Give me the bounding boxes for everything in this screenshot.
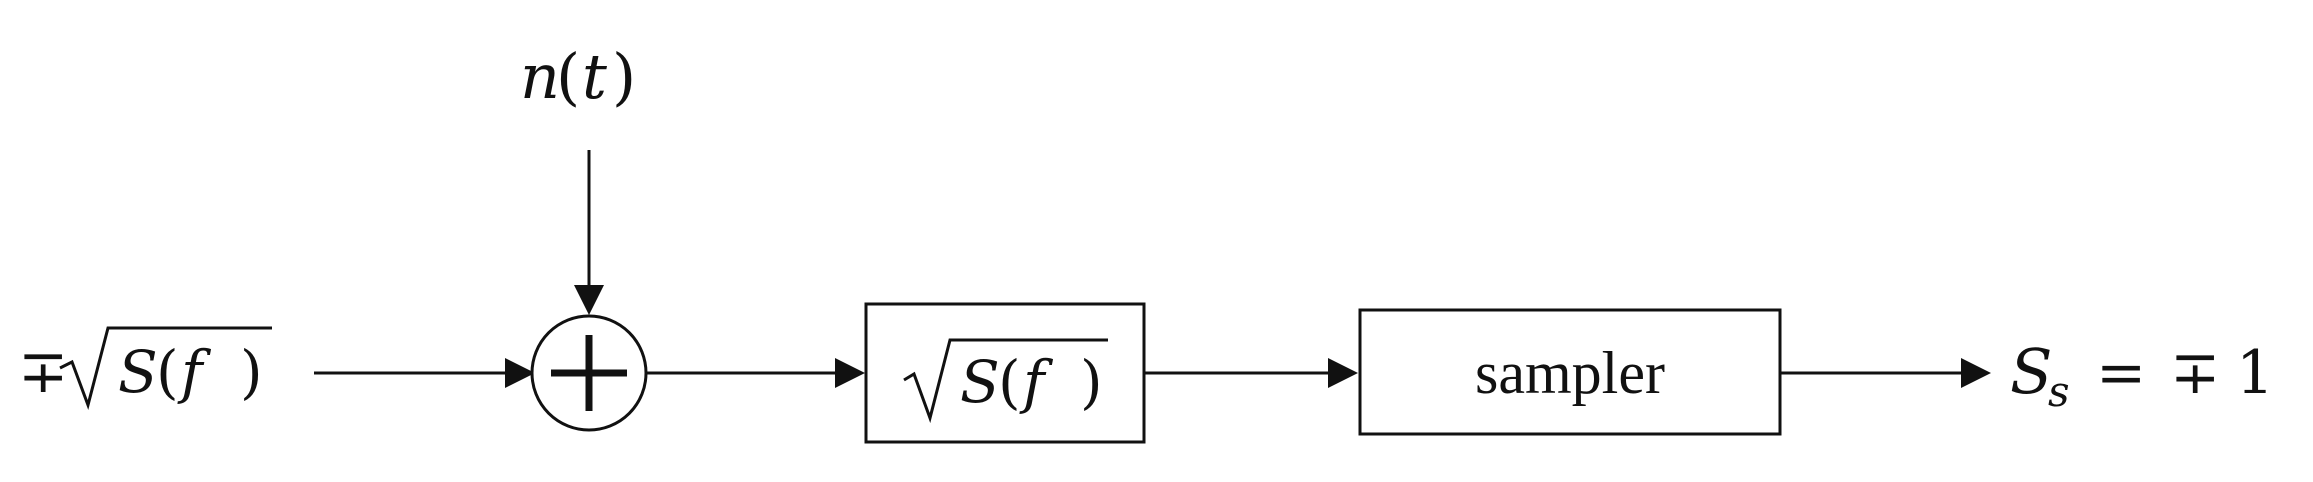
input-func: S — [118, 338, 158, 406]
output-label: S s = ∓ 1 — [2010, 335, 2274, 416]
output-subscript: s — [2048, 367, 2070, 416]
output-sign: ∓ — [2170, 338, 2220, 408]
noise-label: n ( t ) — [520, 40, 636, 113]
output-value: 1 — [2236, 338, 2274, 408]
output-equals: = — [2096, 338, 2146, 408]
filter-block: S ( f ) — [864, 302, 1146, 444]
noise-func: n — [520, 40, 560, 113]
output-symbol: S — [2010, 335, 2052, 408]
input-signal-label: ∓ S ( f ) — [18, 326, 272, 410]
noise-paren-close: ) — [612, 40, 636, 113]
noise-arg: t — [582, 40, 607, 113]
filter-paren-open: ( — [998, 348, 1021, 416]
input-sign: ∓ — [18, 337, 68, 407]
input-paren-open: ( — [156, 338, 179, 406]
input-sqrt-radical — [59, 326, 272, 410]
input-arg: f — [177, 338, 212, 406]
sampler-block: sampler — [1358, 308, 1782, 436]
sampler-label: sampler — [1475, 340, 1665, 406]
filter-func: S — [960, 348, 1000, 416]
filter-sqrt-radical — [903, 338, 1108, 424]
summer-node — [530, 314, 648, 432]
input-paren-close: ) — [240, 338, 263, 406]
noise-paren-open: ( — [556, 40, 580, 113]
filter-paren-close: ) — [1080, 348, 1103, 416]
